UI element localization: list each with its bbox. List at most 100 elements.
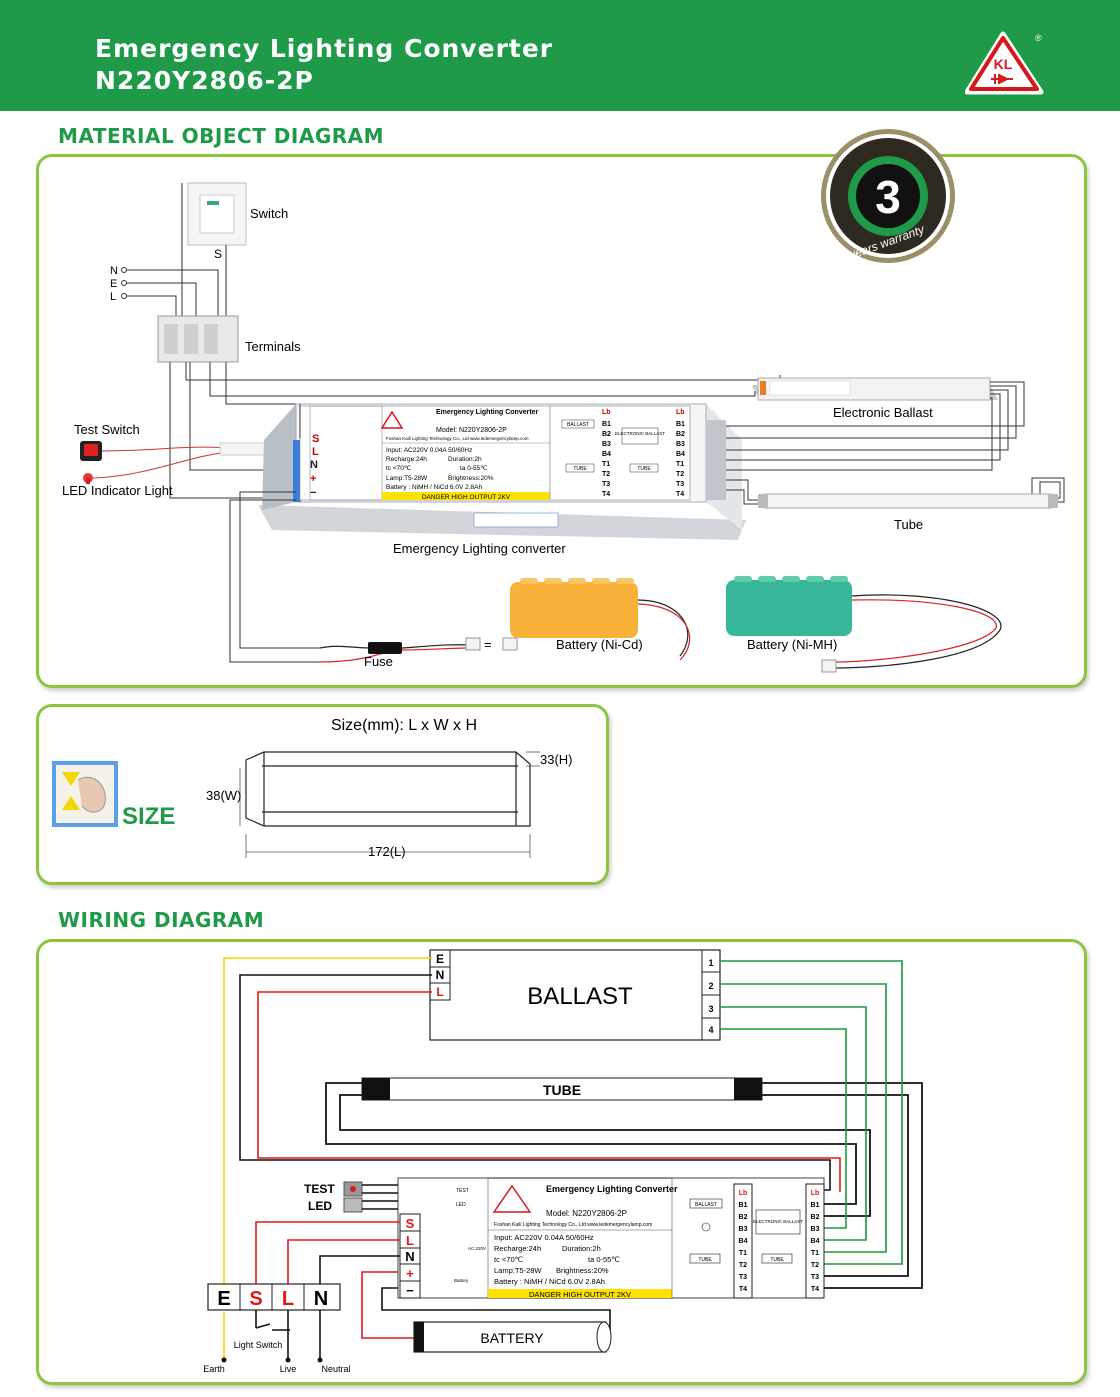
switch-label: Switch	[250, 206, 288, 221]
size-heading: Size(mm): L x W x H	[331, 717, 477, 734]
kl-logo-icon: KL ®	[965, 31, 1044, 95]
switch-s-label: S	[214, 247, 222, 261]
size-diagram: Size(mm): L x W x H SIZE 33(H) 38(W) 172…	[52, 717, 573, 859]
svg-text:Recharge:24h: Recharge:24h	[494, 1244, 541, 1253]
svg-text:B2: B2	[811, 1214, 820, 1221]
battery-nimh-icon	[726, 576, 1002, 673]
length-dim: 172(L)	[368, 844, 406, 859]
svg-text:S: S	[406, 1216, 415, 1231]
test-label: TEST	[304, 1182, 335, 1196]
svg-text:B2: B2	[602, 431, 611, 438]
svg-text:Battery : NiMH / NiCd 6.0V 2: Battery : NiMH / NiCd 6.0V 2.8Ah	[494, 1277, 605, 1286]
led-indicator-label: LED Indicator Light	[62, 483, 173, 498]
svg-text:DANGER HIGH OUTPUT 2KV: DANGER HIGH OUTPUT 2KV	[422, 494, 511, 501]
fuse-label: Fuse	[364, 654, 393, 669]
svg-text:Lb: Lb	[739, 1190, 748, 1197]
svg-text:T4: T4	[811, 1286, 819, 1293]
n-label: N	[110, 265, 118, 277]
svg-text:Lb: Lb	[602, 409, 611, 416]
svg-text:BALLAST: BALLAST	[695, 1202, 717, 1208]
wiring-converter: S L N + − Emergency Lighting Converter M…	[397, 1177, 825, 1299]
converter-outline	[245, 751, 531, 827]
svg-text:B3: B3	[602, 441, 611, 448]
converter-unit: SL N+− Emergency Lighting Converter Mode…	[258, 403, 746, 540]
wiring-tube: TUBE	[361, 1077, 763, 1101]
svg-text:T3: T3	[811, 1274, 819, 1281]
svg-text:T3: T3	[602, 481, 610, 488]
live-label: Live	[280, 1364, 297, 1374]
svg-text:Lamp:T5-28W: Lamp:T5-28W	[386, 475, 428, 482]
svg-text:Foshan Kaili Lighting Technolo: Foshan Kaili Lighting Technology Co., Lt…	[386, 436, 529, 441]
model-number: N220Y2806-2P	[95, 66, 314, 95]
svg-text:DANGER HIGH OUTPUT 2KV: DANGER HIGH OUTPUT 2KV	[529, 1290, 631, 1299]
terminal-block	[157, 315, 239, 363]
neutral-label: Neutral	[321, 1364, 350, 1374]
svg-text:B2: B2	[676, 431, 685, 438]
svg-text:Lb: Lb	[811, 1190, 820, 1197]
svg-text:T2: T2	[602, 471, 610, 478]
svg-text:Duration:2h: Duration:2h	[562, 1244, 601, 1253]
connector-equals: =	[484, 637, 492, 652]
wiring-ballast: E N L 1 2 3 4 BALLAST	[429, 949, 721, 1041]
battery-nicd-icon	[502, 578, 691, 661]
svg-text:S: S	[312, 433, 319, 445]
header-banner: Emergency Lighting Converter N220Y2806-2…	[0, 0, 1120, 111]
svg-text:B3: B3	[676, 441, 685, 448]
svg-text:B3: B3	[739, 1226, 748, 1233]
svg-text:TUBE: TUBE	[543, 1082, 581, 1098]
electronic-ballast-unit	[752, 377, 998, 401]
svg-text:N: N	[310, 459, 318, 471]
svg-text:T3: T3	[676, 481, 684, 488]
svg-text:T1: T1	[676, 461, 684, 468]
svg-text:®: ®	[1035, 33, 1042, 43]
test-switch-icon	[80, 441, 102, 484]
svg-text:L: L	[312, 446, 319, 458]
svg-text:T1: T1	[739, 1250, 747, 1257]
svg-text:1: 1	[708, 958, 713, 968]
svg-text:KL: KL	[994, 56, 1013, 72]
svg-text:T2: T2	[811, 1262, 819, 1269]
svg-text:T1: T1	[811, 1250, 819, 1257]
svg-text:tc <70℃: tc <70℃	[494, 1255, 524, 1264]
svg-text:Model: N220Y2806-2P: Model: N220Y2806-2P	[436, 427, 507, 434]
svg-text:+: +	[310, 473, 316, 485]
svg-text:E: E	[436, 952, 444, 966]
svg-text:B3: B3	[811, 1226, 820, 1233]
svg-text:TEST: TEST	[456, 1188, 469, 1194]
svg-text:T3: T3	[739, 1274, 747, 1281]
svg-text:T4: T4	[739, 1286, 747, 1293]
wall-switch	[187, 182, 247, 246]
svg-text:L: L	[406, 1233, 414, 1248]
svg-text:Lamp:T5-28W: Lamp:T5-28W	[494, 1266, 542, 1275]
page-title: Emergency Lighting Converter	[95, 34, 554, 63]
ballast-title: BALLAST	[527, 983, 633, 1010]
svg-text:Battery : NiMH / NiCd 6.0V 2: Battery : NiMH / NiCd 6.0V 2.8Ah	[386, 484, 482, 491]
svg-text:ta 0-55℃: ta 0-55℃	[588, 1255, 620, 1264]
svg-text:Input: AC220V 0.04A 50/60: Input: AC220V 0.04A 50/60Hz	[386, 447, 472, 454]
svg-text:Emergency Lighting Converter: Emergency Lighting Converter	[546, 1184, 678, 1194]
wiring-battery: BATTERY	[413, 1321, 612, 1353]
svg-text:tc <70℃: tc <70℃	[386, 465, 412, 472]
svg-text:Foshan Kaili Lighting Technolo: Foshan Kaili Lighting Technology Co., Lt…	[494, 1222, 652, 1228]
svg-text:T4: T4	[676, 491, 684, 498]
section-title-material: MATERIAL OBJECT DIAGRAM	[58, 124, 385, 148]
fluorescent-tube	[757, 493, 1059, 509]
width-dim: 38(W)	[206, 788, 241, 803]
svg-text:3: 3	[708, 1004, 713, 1014]
svg-text:Brightness:20%: Brightness:20%	[448, 475, 494, 482]
svg-text:ELECTRONIC BALLAST: ELECTRONIC BALLAST	[615, 431, 665, 436]
svg-text:T1: T1	[602, 461, 610, 468]
svg-text:Lb: Lb	[676, 409, 685, 416]
svg-text:T2: T2	[676, 471, 684, 478]
svg-text:TUBE: TUBE	[698, 1257, 712, 1263]
svg-text:LED: LED	[456, 1202, 466, 1208]
tube-label: Tube	[894, 517, 923, 532]
svg-text:B4: B4	[739, 1238, 748, 1245]
svg-text:4: 4	[708, 1025, 713, 1035]
svg-text:S: S	[249, 1288, 262, 1310]
svg-text:TUBE: TUBE	[573, 466, 587, 472]
svg-text:TUBE: TUBE	[637, 466, 651, 472]
svg-text:N: N	[436, 968, 445, 982]
warranty-badge: 3 years warranty	[821, 129, 955, 263]
svg-text:L: L	[282, 1288, 294, 1310]
